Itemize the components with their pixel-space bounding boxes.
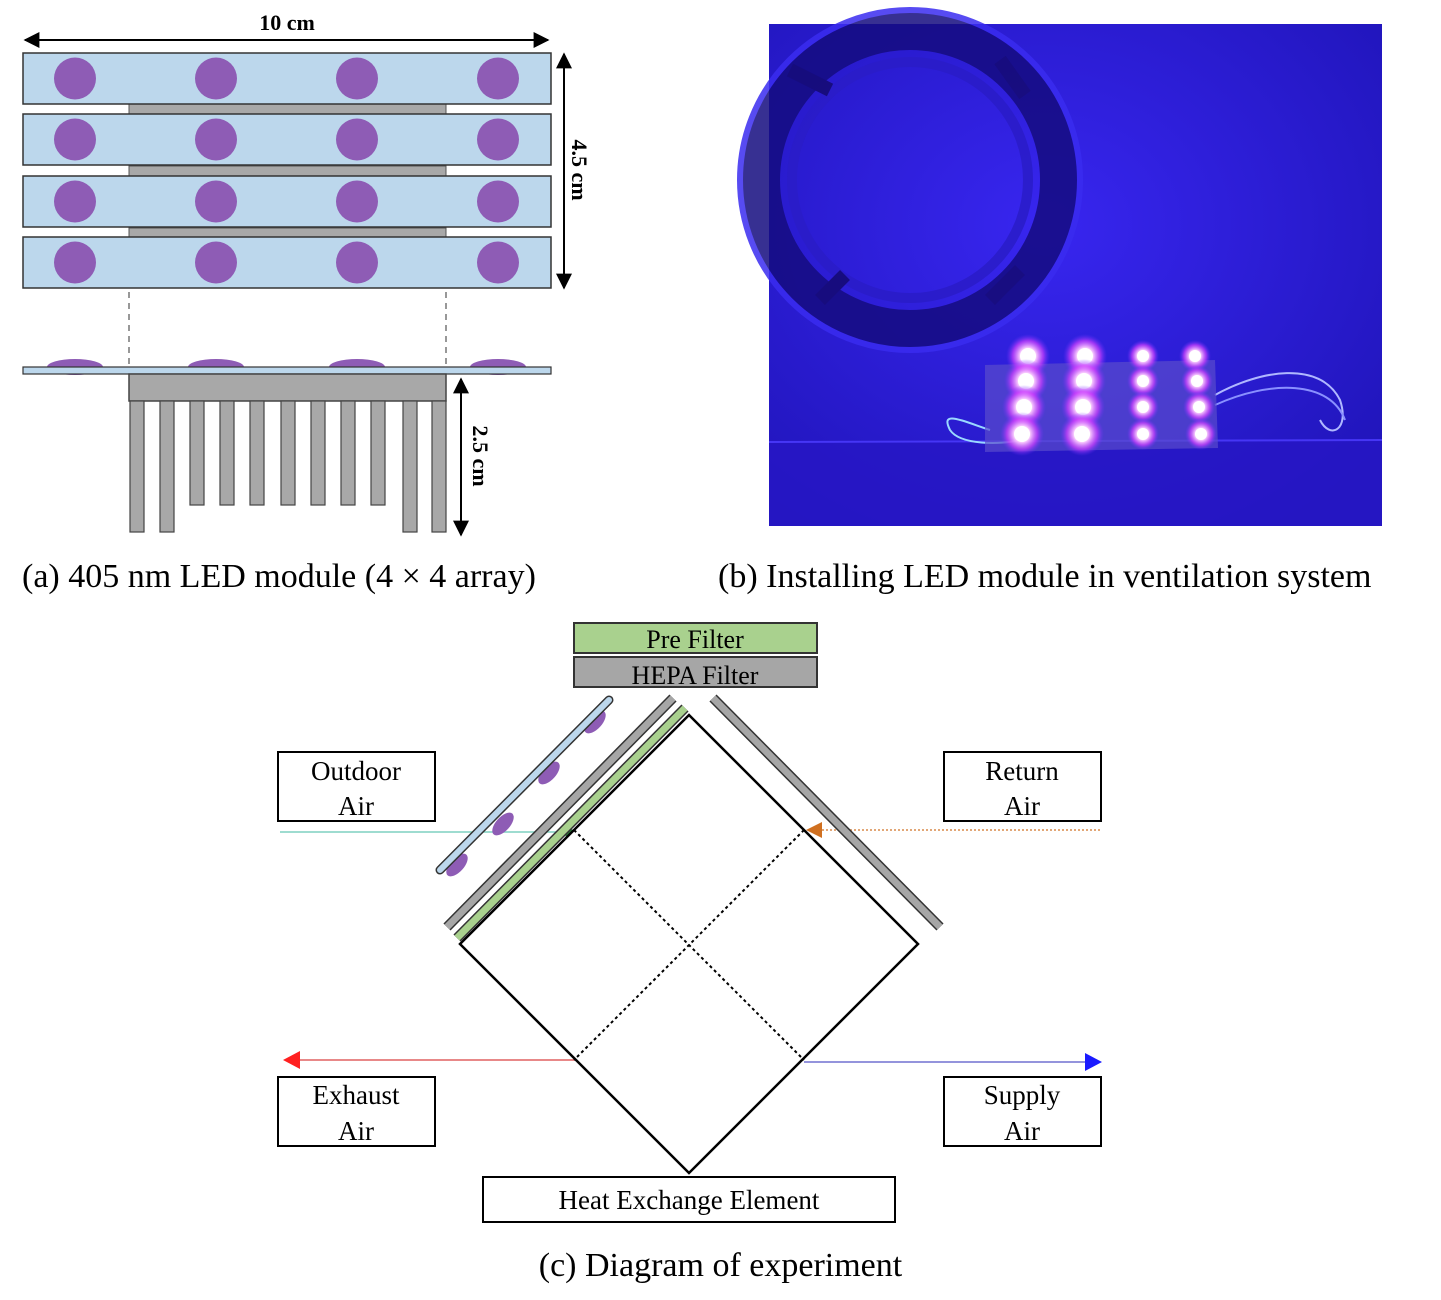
photo-led-core bbox=[1137, 375, 1149, 387]
photo-led-core bbox=[1137, 428, 1149, 440]
hepa-filter-box bbox=[573, 656, 818, 688]
heatsink-fin bbox=[340, 400, 356, 506]
led-strip bbox=[22, 113, 552, 166]
height-label: 4.5 cm bbox=[567, 139, 592, 200]
outdoor-air-label-line1: Outdoor bbox=[311, 756, 401, 786]
led bbox=[477, 118, 519, 161]
photo-led-array bbox=[1000, 334, 1217, 456]
heatsink-fin bbox=[370, 400, 386, 506]
heatsink-fin bbox=[189, 400, 205, 506]
led-panel-diagonal bbox=[435, 695, 614, 877]
outdoor-air-label-line2: Air bbox=[338, 791, 374, 821]
heatsink-fin bbox=[219, 400, 235, 506]
supply-air-arrowhead bbox=[1085, 1053, 1102, 1071]
photo-led-core bbox=[1137, 350, 1149, 362]
strip-connector bbox=[128, 165, 447, 177]
led bbox=[477, 241, 519, 284]
heatsink bbox=[128, 373, 447, 533]
led-strip bbox=[22, 175, 552, 228]
photo-led-core bbox=[1189, 350, 1201, 362]
strip-connector bbox=[128, 103, 447, 115]
heatsink-fin bbox=[402, 400, 418, 533]
led-side-view bbox=[22, 359, 552, 375]
photo-led-core bbox=[1018, 373, 1034, 389]
led bbox=[336, 180, 378, 223]
caption-a: (a) 405 nm LED module (4 × 4 array) bbox=[22, 558, 536, 595]
led bbox=[195, 241, 237, 284]
led bbox=[195, 57, 237, 100]
duct-opening bbox=[737, 7, 1083, 353]
led-strip bbox=[22, 52, 552, 105]
heatsink-fin bbox=[159, 400, 175, 533]
led bbox=[54, 241, 96, 284]
led bbox=[336, 241, 378, 284]
photo-led-core bbox=[1075, 399, 1091, 415]
supply-air-label-line1: Supply bbox=[984, 1080, 1061, 1110]
caption-c: (c) Diagram of experiment bbox=[538, 1247, 903, 1284]
photo-led-core bbox=[1014, 426, 1030, 442]
supply-air-label-line2: Air bbox=[1004, 1116, 1040, 1146]
exhaust-air-label-line2: Air bbox=[338, 1116, 374, 1146]
exhaust-air-arrowhead bbox=[283, 1051, 300, 1069]
heatsink-fin bbox=[431, 400, 447, 533]
led bbox=[195, 180, 237, 223]
heat-exchange-box bbox=[482, 1176, 896, 1223]
photo-led-core bbox=[1193, 401, 1205, 413]
led-bump bbox=[446, 853, 468, 877]
wires bbox=[1214, 372, 1344, 432]
photo-led-core bbox=[1076, 373, 1092, 389]
heatsink-fin bbox=[249, 400, 265, 506]
led-strips bbox=[22, 52, 552, 289]
photo-led-core bbox=[1195, 428, 1207, 440]
led bbox=[54, 180, 96, 223]
exhaust-air-label-line1: Exhaust bbox=[313, 1080, 400, 1110]
width-label: 10 cm bbox=[259, 10, 315, 35]
heat-exchange-label: Heat Exchange Element bbox=[559, 1185, 820, 1215]
return-air-box bbox=[943, 751, 1102, 822]
panel-c-diagram: Pre Filter HEPA Filter bbox=[277, 622, 1102, 1223]
led bbox=[336, 57, 378, 100]
hepa-filter-label: HEPA Filter bbox=[632, 661, 759, 690]
led-bump bbox=[538, 761, 560, 785]
side-board bbox=[22, 366, 552, 375]
heatsink-label: 2.5 cm bbox=[468, 425, 493, 486]
return-air-arrowhead bbox=[806, 822, 822, 838]
photo-led-core bbox=[1074, 426, 1090, 442]
return-air-label-line1: Return bbox=[985, 756, 1059, 786]
heatsink-fin bbox=[129, 400, 145, 533]
heatsink-base bbox=[128, 373, 447, 402]
led bbox=[477, 57, 519, 100]
supply-air-box bbox=[943, 1076, 1102, 1147]
photo-led-core bbox=[1016, 399, 1032, 415]
return-air-label-line2: Air bbox=[1004, 791, 1040, 821]
pre-filter-label: Pre Filter bbox=[646, 625, 744, 654]
led bbox=[195, 118, 237, 161]
outdoor-air-box bbox=[277, 751, 436, 822]
exhaust-air-box bbox=[277, 1076, 436, 1147]
led-strip bbox=[22, 236, 552, 289]
pre-filter-box bbox=[573, 622, 818, 654]
led bbox=[336, 118, 378, 161]
panel-a-led-module: 10 cm 4.5 cm 2.5 cm bbox=[22, 10, 592, 537]
led bbox=[54, 118, 96, 161]
caption-b: (b) Installing LED module in ventilation… bbox=[718, 558, 1372, 595]
panel-b-photo bbox=[737, 7, 1383, 526]
photo-led-core bbox=[1137, 401, 1149, 413]
led bbox=[477, 180, 519, 223]
led bbox=[54, 57, 96, 100]
heatsink-fin bbox=[280, 400, 296, 506]
led-bump bbox=[492, 812, 514, 836]
heatsink-fin bbox=[310, 400, 326, 506]
led-bump bbox=[584, 710, 606, 734]
photo-led-core bbox=[1191, 375, 1203, 387]
